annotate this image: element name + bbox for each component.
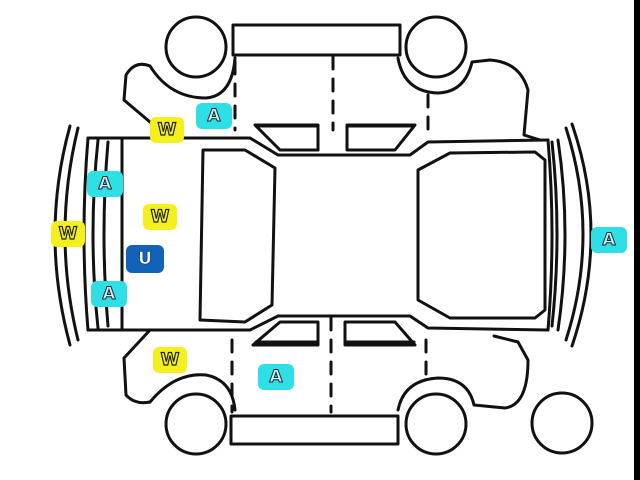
damage-marker-a[interactable]: A [591, 227, 627, 253]
top-view [53, 122, 593, 348]
spare-tire-icon [530, 391, 594, 455]
damage-marker-a[interactable]: A [91, 281, 127, 307]
front-left-wheel-icon [404, 15, 468, 79]
right-side-view [122, 316, 530, 456]
damage-marker-u[interactable]: U [126, 245, 164, 273]
damage-marker-a[interactable]: A [87, 171, 123, 197]
front-right-wheel-icon [404, 392, 468, 456]
left-side-view [122, 15, 542, 152]
rear-right-wheel-icon [164, 392, 228, 456]
rear-left-wheel-icon [164, 15, 228, 79]
damage-marker-w[interactable]: W [143, 204, 177, 230]
right-edge-border [634, 0, 640, 480]
damage-marker-a[interactable]: A [196, 103, 232, 129]
rear-windshield [198, 148, 277, 324]
damage-marker-a[interactable]: A [258, 364, 294, 390]
front-windshield [416, 150, 547, 320]
damage-marker-w[interactable]: W [51, 221, 85, 247]
damage-marker-w[interactable]: W [150, 117, 184, 143]
damage-marker-w[interactable]: W [153, 347, 187, 373]
